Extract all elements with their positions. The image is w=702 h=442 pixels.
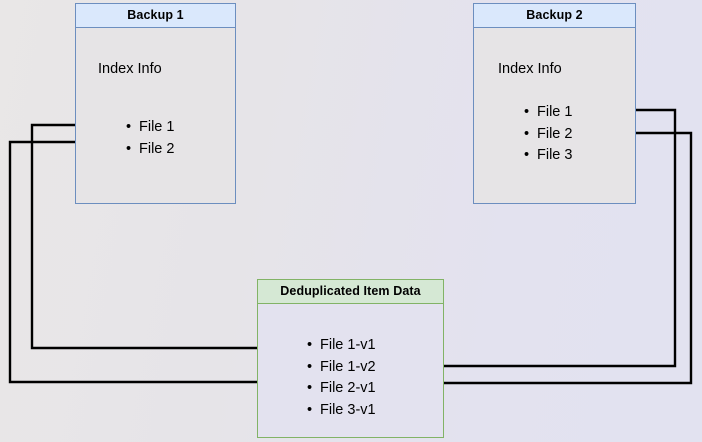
list-item: File 3-v1 — [307, 400, 376, 422]
list-item: File 3 — [524, 145, 572, 167]
node-deduplicated-item-data[interactable]: Deduplicated Item Data File 1-v1 File 1-… — [257, 279, 444, 438]
list-item: File 2-v1 — [307, 378, 376, 400]
list-item: File 2 — [524, 124, 572, 146]
backup-2-file-list: File 1 File 2 File 3 — [524, 102, 572, 167]
backup-1-index-info-label: Index Info — [98, 61, 162, 77]
list-item: File 1 — [524, 102, 572, 124]
dedup-item-list: File 1-v1 File 1-v2 File 2-v1 File 3-v1 — [307, 335, 376, 421]
node-backup-2-title: Backup 2 — [474, 4, 635, 28]
list-item: File 1 — [126, 117, 174, 139]
backup-1-file-list: File 1 File 2 — [126, 117, 174, 160]
node-backup-2[interactable]: Backup 2 Index Info File 1 File 2 File 3 — [473, 3, 636, 204]
node-backup-1[interactable]: Backup 1 Index Info File 1 File 2 — [75, 3, 236, 204]
node-backup-1-body: Index Info File 1 File 2 — [76, 28, 235, 203]
node-backup-1-title: Backup 1 — [76, 4, 235, 28]
node-backup-2-body: Index Info File 1 File 2 File 3 — [474, 28, 635, 203]
list-item: File 1-v1 — [307, 335, 376, 357]
list-item: File 2 — [126, 139, 174, 161]
node-dedup-body: File 1-v1 File 1-v2 File 2-v1 File 3-v1 — [258, 304, 443, 437]
node-dedup-title: Deduplicated Item Data — [258, 280, 443, 304]
list-item: File 1-v2 — [307, 357, 376, 379]
backup-2-index-info-label: Index Info — [498, 61, 562, 77]
